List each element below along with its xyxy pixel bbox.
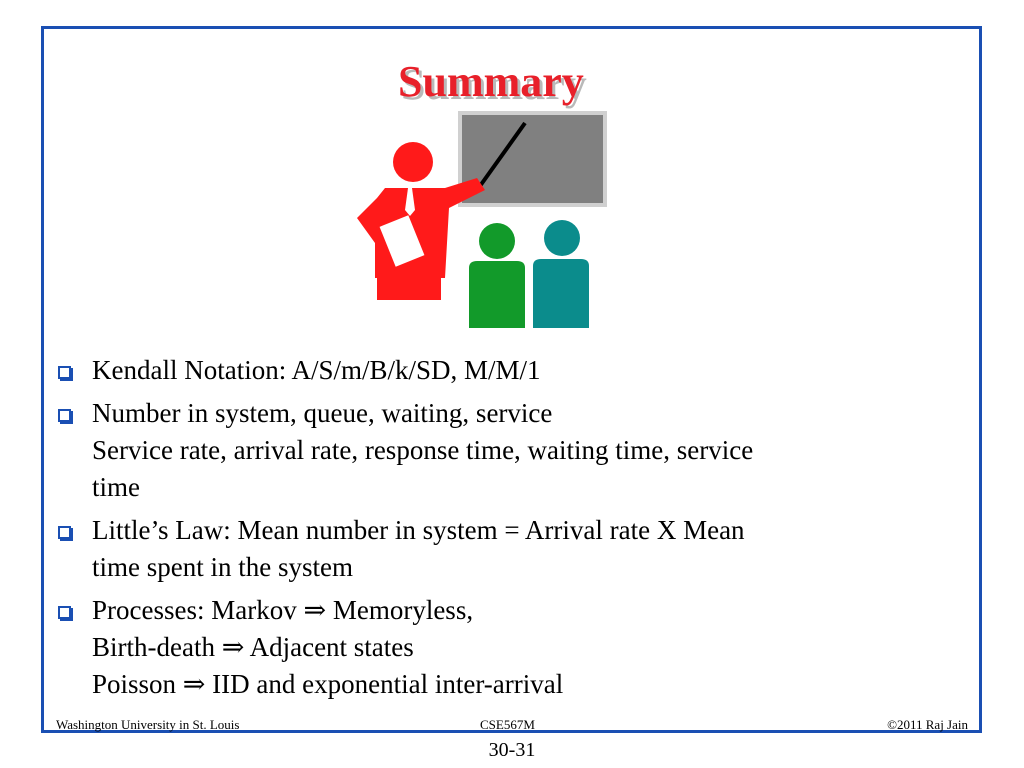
footer-copyright: ©2011 Raj Jain <box>887 717 968 732</box>
bullet-item: Kendall Notation: A/S/m/B/k/SD, M/M/1 <box>56 352 956 389</box>
bullet-text: Processes: Markov ⇒ Memoryless, <box>92 595 474 625</box>
presenter-icon <box>357 142 485 300</box>
bullet-text: Service rate, arrival rate, response tim… <box>92 435 754 465</box>
bullet-text: Number in system, queue, waiting, servic… <box>92 398 553 428</box>
audience-member-icon <box>533 220 589 328</box>
pointer-icon <box>473 121 527 195</box>
page-number: 30-31 <box>488 739 536 761</box>
bullet-text: Kendall Notation: A/S/m/B/k/SD, M/M/1 <box>92 355 541 385</box>
audience-member-icon <box>469 223 525 328</box>
bullet-text: time <box>92 472 140 502</box>
slide-frame <box>41 26 982 733</box>
bullet-box-icon <box>58 526 71 539</box>
bullet-item: Number in system, queue, waiting, servic… <box>56 395 956 506</box>
bullet-text: Poisson ⇒ IID and exponential inter-arri… <box>92 669 564 699</box>
footer-course: CSE567M <box>480 717 535 732</box>
bullet-box-icon <box>58 606 71 619</box>
bullet-box-icon <box>58 409 71 422</box>
bullet-text: Little’s Law: Mean number in system = Ar… <box>92 515 745 545</box>
bullet-item: Processes: Markov ⇒ Memoryless, Birth-de… <box>56 592 956 703</box>
bullet-text: Birth-death ⇒ Adjacent states <box>92 632 414 662</box>
bullet-list: Kendall Notation: A/S/m/B/k/SD, M/M/1 Nu… <box>56 352 956 709</box>
bullet-text: time spent in the system <box>92 552 353 582</box>
slide-title: Summary <box>398 57 584 106</box>
presenter-with-audience-icon <box>357 111 607 328</box>
bullet-item: Little’s Law: Mean number in system = Ar… <box>56 512 956 586</box>
footer-institution: Washington University in St. Louis <box>56 717 240 732</box>
bullet-box-icon <box>58 366 71 379</box>
